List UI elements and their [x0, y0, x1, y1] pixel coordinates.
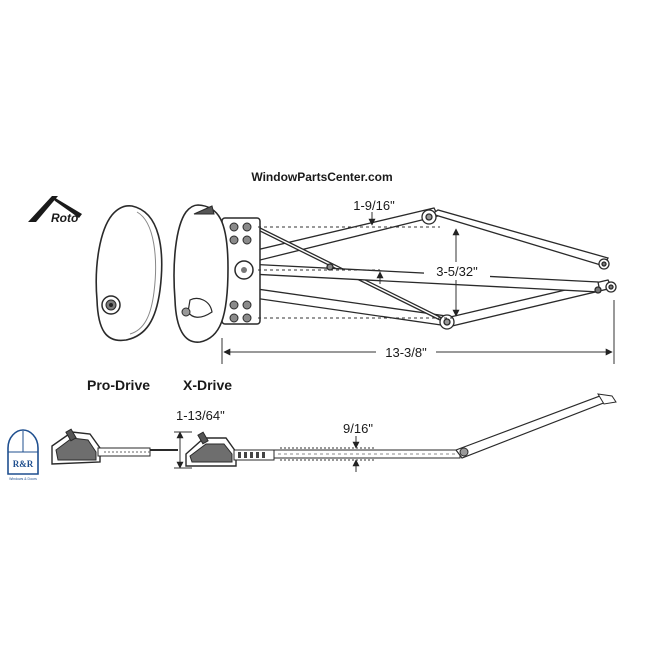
- site-watermark: WindowPartsCenter.com: [251, 170, 392, 184]
- dimension-top-offset: 1-9/16": [353, 198, 395, 213]
- pro-drive-cover: [95, 205, 163, 342]
- roto-roof-icon: [28, 196, 58, 222]
- x-drive-housing: [173, 204, 229, 343]
- x-drive-operator: [173, 204, 617, 343]
- roto-brand-text: Roto: [51, 211, 78, 225]
- x-drive-side-view: [185, 393, 617, 467]
- arm-pivots: [326, 209, 617, 330]
- rr-badge-letters: R&R: [13, 459, 34, 469]
- label-x-drive: X-Drive: [183, 377, 232, 393]
- dimension-arm-thickness: 9/16": [343, 421, 373, 436]
- dimension-arm-height: 3-5/32": [436, 264, 478, 279]
- dimension-overall-length: 13-3/8": [385, 345, 427, 360]
- dimension-operator-height: 1-13/64": [176, 408, 225, 423]
- dimension-lines-side: [174, 431, 376, 472]
- label-pro-drive: Pro-Drive: [87, 377, 150, 393]
- pro-drive-side-view: [51, 428, 178, 465]
- rr-badge: R&R Windows & Doors: [7, 429, 39, 481]
- rr-badge-caption: Windows & Doors: [9, 477, 37, 481]
- roto-logo: Roto: [28, 196, 82, 225]
- x-drive-extended-arm: [455, 395, 608, 459]
